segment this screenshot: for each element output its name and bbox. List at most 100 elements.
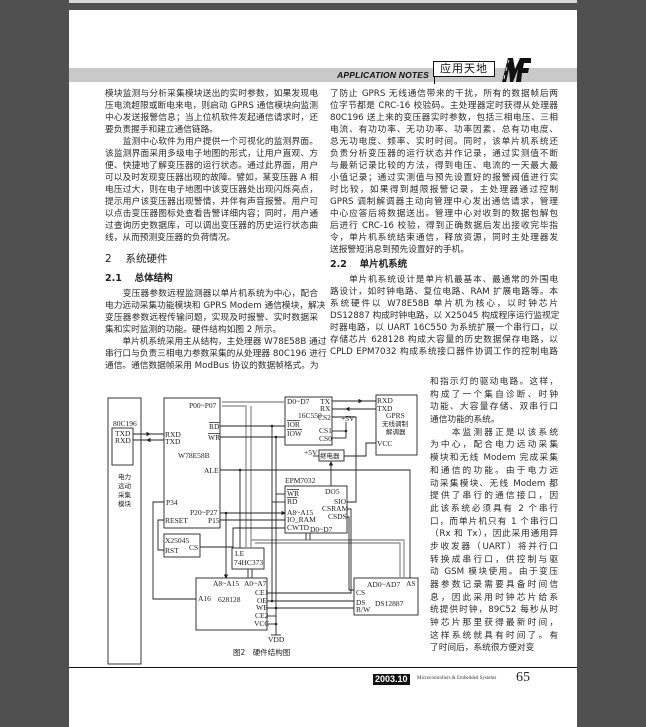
left-text-column: 模块监测与分析采集模块送出的实时参数，如果发现电压电流超限或断电来电，则启动 G…: [105, 88, 327, 372]
label: WE: [256, 603, 268, 612]
label: DS12887: [375, 599, 404, 608]
628128-box: [195, 577, 268, 631]
label: RXD: [165, 430, 181, 439]
label: RXD: [377, 396, 393, 405]
text-line: 时器电路，以 UART 16C550 为系统扩展一个串行口，以: [330, 323, 558, 333]
label: 远动: [118, 482, 132, 490]
text-line: 为中心，配合电力远动采集: [430, 440, 558, 451]
label: WR: [287, 489, 299, 498]
text-line: 功能、大容量存储、双串行口: [430, 402, 558, 413]
label: R/W: [356, 605, 371, 614]
text-line: 总无功电度、频率、实时时间。同时，该单片机系统还: [330, 137, 558, 147]
text-line: 和指示灯的驱动电路。这样，: [430, 377, 558, 387]
label: RD: [209, 422, 220, 431]
text-line: 动采集模块、无线 Modem 都: [430, 478, 558, 489]
label: RD: [287, 497, 298, 506]
footer-rule: [69, 667, 577, 669]
text-line: 小值记录；通过实测值与预先设置好的报警阀值进行实: [330, 173, 558, 183]
scan-top-strip: [69, 0, 577, 3]
label: A0~A7: [244, 579, 267, 588]
label: CS: [189, 543, 198, 552]
label: CSDS: [328, 512, 347, 521]
issue-date: 2003.10: [373, 674, 410, 685]
80c196-chip-box: [111, 427, 134, 466]
text-line: 线，从而预测变压器的负荷情况。: [105, 233, 236, 243]
label: DO5: [325, 487, 340, 496]
text-line: 步收发器（UART）将并行口: [430, 541, 558, 552]
text-line: 存储芯片 628128 构成大容量的历史数据保存电路，以: [330, 335, 558, 345]
label: +5V: [304, 448, 318, 457]
text-line: 串行口与负责三相电力参数采集的从处理器 80C196 进行: [105, 349, 327, 359]
label: AD0~AD7: [367, 580, 400, 589]
text-line: 口，而单片机只有 1 个串行口: [430, 516, 558, 527]
text-line: 单片机系统采用主从结构，主处理器 W78E58B 通过: [105, 337, 327, 347]
label: OE: [257, 596, 267, 605]
label: EPM7032: [285, 476, 316, 485]
magazine-logo: [502, 58, 531, 82]
label: CS: [356, 588, 365, 597]
magazine-name: Microcontrollers & Embedded Systems: [417, 676, 497, 681]
label: LE: [235, 549, 245, 558]
label: RESET: [165, 516, 188, 525]
epm7032-box: [284, 485, 348, 534]
16c550-box: [284, 396, 333, 446]
label: A8~A15: [213, 579, 239, 588]
label: RXD: [115, 436, 131, 445]
text-line: 单片机系统设计是单片机最基本、最通常的外围电: [330, 275, 558, 285]
text-line: 与最新记录比较的方法，得到电压、电流的一天最大最: [330, 161, 558, 171]
label: 628128: [218, 595, 241, 604]
data-bus: [222, 401, 405, 578]
label: 解调器: [386, 427, 406, 436]
label: 16C550: [298, 411, 322, 420]
label: TXD: [165, 437, 181, 446]
label: CSRAM: [322, 504, 349, 513]
text-line: 模块监测与分析采集模块送出的实时参数，如果发现电: [105, 89, 318, 99]
text-line: 转换成串行口，供控制与驱: [430, 554, 558, 565]
text-line: CPLD EPM7032 构成系统接口器件协调工作的控制电路: [330, 347, 558, 357]
right-narrow-text-column: 和指示灯的驱动电路。这样， 构成了一个集自诊断、时钟功能、大容量存储、双串行口通信…: [430, 376, 558, 655]
section-heading: 2 系统硬件: [105, 253, 168, 265]
label: RST: [165, 546, 179, 555]
text-line: 通信功能的系统。: [430, 415, 500, 426]
text-line: 此该系统必须具有 2 个串行: [430, 503, 558, 514]
label: A16: [198, 594, 211, 603]
text-line: 位字节都是 CRC-16 校验码。主处理器定时获得从处理器: [330, 101, 558, 111]
label: GPRS: [386, 411, 405, 420]
text-line: 了防止 GPRS 无线通信带来的干扰，所有的数据帧后两: [330, 89, 558, 99]
label: P34: [166, 498, 178, 507]
text-line: 该监测界面采用多级电子地图的形式，让用户直观、方: [105, 149, 318, 159]
right-text-column: 了防止 GPRS 无线通信带来的干扰，所有的数据帧后两位字节都是 CRC-16 …: [330, 88, 560, 358]
label: TXD: [115, 429, 131, 438]
text-line: 集和实时监测的功能。硬件结构如图 2 所示。: [105, 325, 282, 335]
label: D0~D7: [287, 397, 310, 406]
label: X25045: [165, 536, 189, 545]
label: CS2: [318, 413, 331, 422]
w78e58b-box: [163, 397, 221, 529]
text-line: 中心应答后将数据送出。管理中心对收到的数据包解包: [330, 209, 558, 219]
section-heading: 2.2 单片机系统: [330, 259, 408, 270]
text-line: 后进行 CRC-16 校验，得到正确数据后发出接收完毕指: [330, 221, 558, 231]
text-line: 器参数记录需要具备时间信: [430, 580, 558, 590]
gprs-modem-box: [375, 394, 418, 456]
page-sheet: [69, 10, 577, 727]
label: TXD: [377, 404, 393, 413]
text-line: 电压过大，则在电子地图中该变压器处出现闪烁亮点，: [105, 185, 318, 195]
text-line: （Rx 和 Tx），因此采用通用异: [430, 529, 558, 540]
text-line: 电流、有功功率、无功功率、功率因素、总有功电度、: [330, 125, 558, 135]
header-divider: [434, 76, 436, 84]
text-line: 构成了一个集自诊断、时钟: [430, 389, 558, 400]
text-line: 中心发送报警信息；当上位机软件发起通信请求时，还: [105, 113, 318, 123]
label: IO_RAM: [287, 515, 316, 524]
text-line: 送报警短消息到预先设置好的手机。: [330, 245, 469, 255]
label: P15: [208, 516, 220, 525]
label: CS0: [319, 434, 332, 443]
text-line: 提供了串行的通信接口，因: [430, 491, 558, 502]
text-line: 通信。通信数据帧采用 ModBus 协议的数据帧格式。为: [105, 361, 319, 371]
label: P20~P27: [190, 508, 218, 517]
text-line: DS12887 构成时钟电路，以 X25045 构成程序运行监视定: [330, 311, 560, 321]
text-line: 负责分析变压器的运行状态并作记录，通过实测值不断: [330, 149, 558, 159]
text-line: 提示用户该变压器出现警情，并伴有声音报警。用户可: [105, 197, 318, 207]
text-line: 80C196 送上来的变压器实时参数，包括三相电压、三相: [330, 113, 558, 123]
text-line: 路设计，如时钟电路、复位电路、RAM 扩展电路等。本: [330, 287, 558, 297]
